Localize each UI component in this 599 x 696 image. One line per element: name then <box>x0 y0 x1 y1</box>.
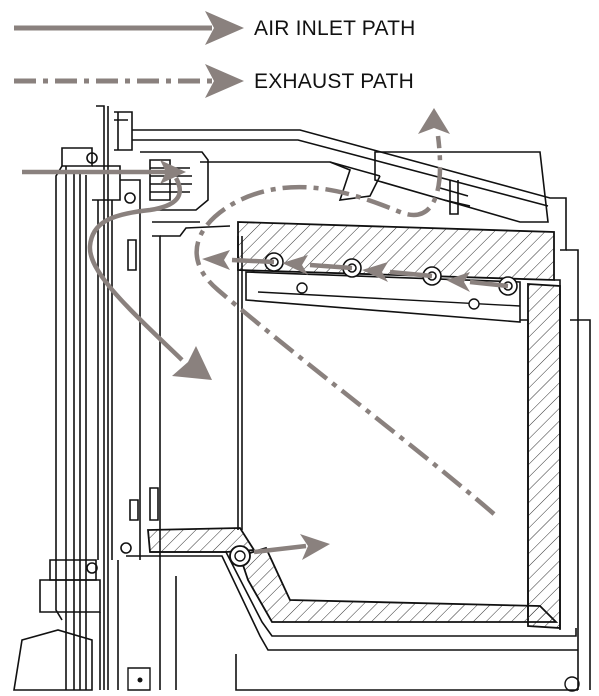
legend-exhaust-arrow <box>14 64 244 98</box>
legend-exhaust-label: EXHAUST PATH <box>254 70 414 93</box>
baffle-assembly <box>237 221 555 323</box>
tube-hole <box>296 282 480 310</box>
legend-air-inlet-arrow <box>14 11 244 45</box>
exhaust-flow-arrows <box>194 108 496 516</box>
legend-air-inlet-label: AIR INLET PATH <box>254 17 416 40</box>
hearth-base <box>126 527 580 692</box>
air-inlet-flow-arrows <box>22 160 509 560</box>
rear-firebrick <box>527 283 561 629</box>
left-door-assembly <box>13 105 159 691</box>
